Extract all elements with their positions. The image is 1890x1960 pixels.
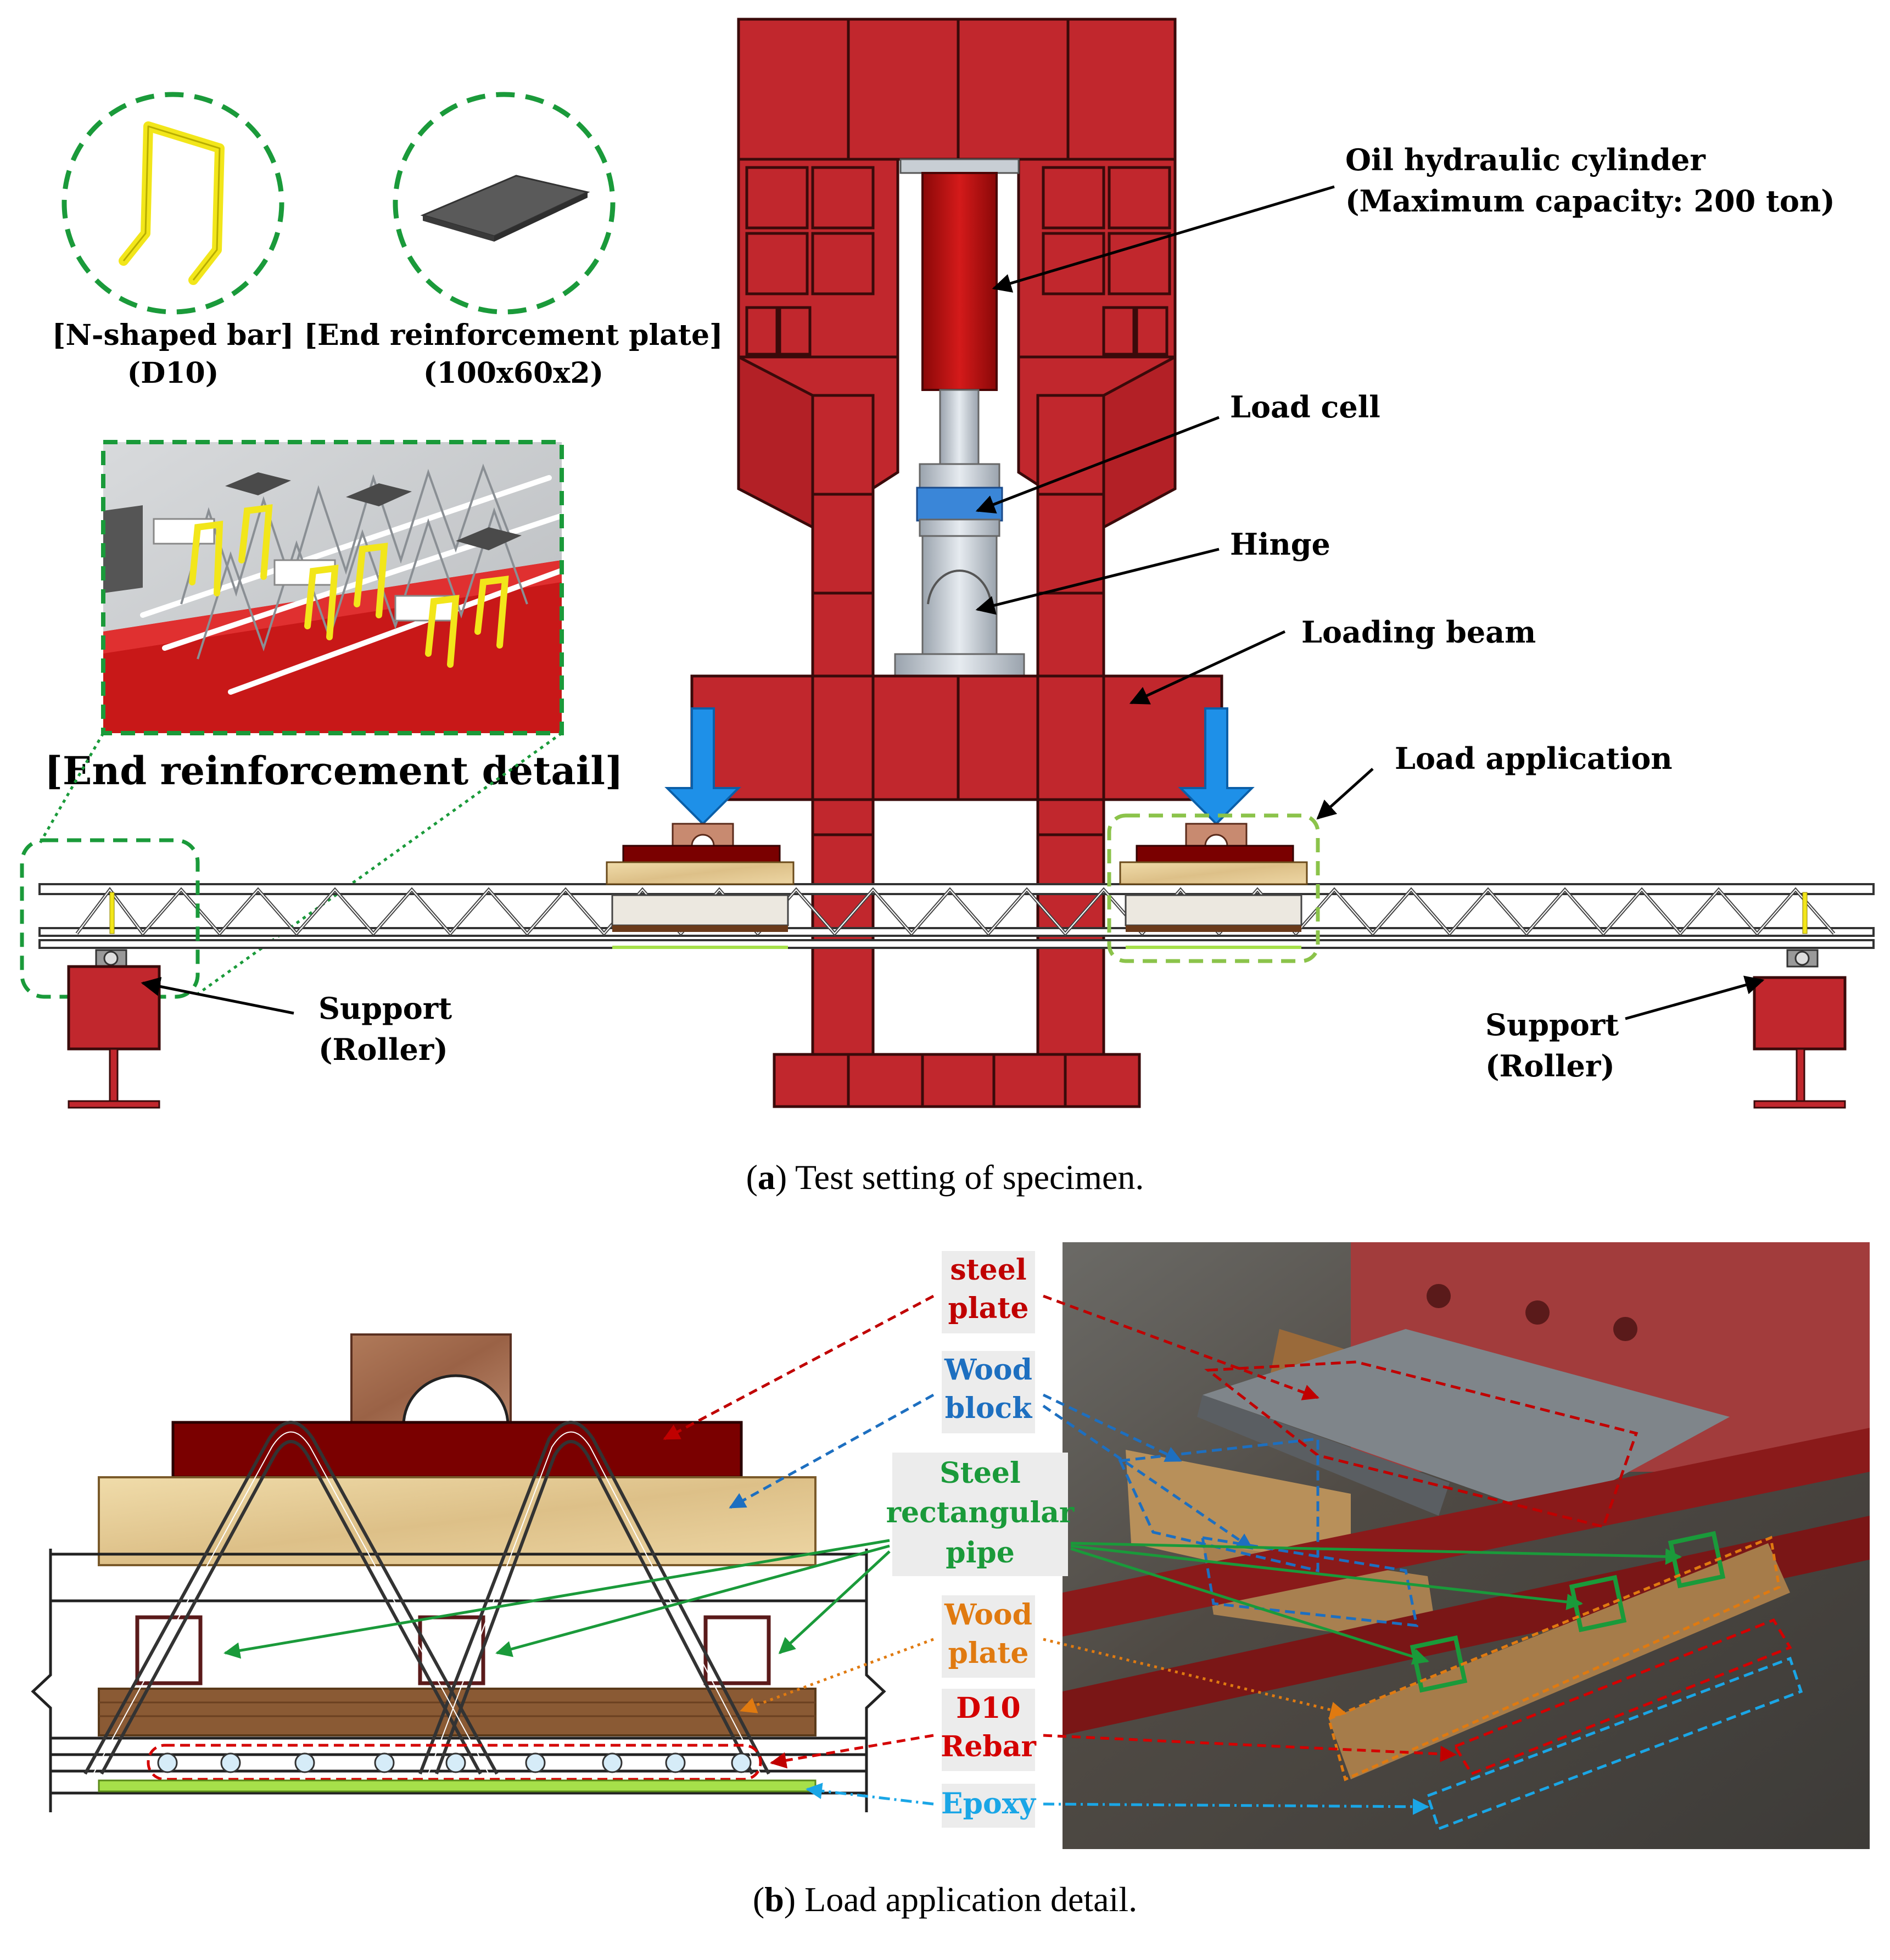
inset-n-shaped-bar [61, 92, 284, 315]
load-application-left [606, 823, 795, 949]
callout-arrows-a [141, 185, 1765, 1020]
rebar-label-1: D10 [956, 1691, 1020, 1725]
pipe-label-3: pipe [946, 1536, 1015, 1570]
loading-beam-label: Loading beam [1301, 615, 1536, 650]
steel-pipes-section [135, 1615, 771, 1685]
panel-b: steel plate Wood block Steel rectangular… [31, 1242, 1870, 1919]
load-application-right [1119, 823, 1308, 949]
end-reinforcement-detail [101, 440, 564, 735]
loading-beam [690, 674, 1223, 801]
support-right [1753, 949, 1847, 1109]
steel-plate-label-2: plate [948, 1292, 1029, 1325]
pipe-label-1: Steel [940, 1456, 1021, 1490]
load-cell [916, 463, 1003, 537]
inset-bar-spec: (D10) [127, 356, 219, 390]
n-shaped-bar-icon [119, 121, 225, 285]
load-application-highlight [1107, 813, 1320, 963]
cylinder-label-2: (Maximum capacity: 200 ton) [1345, 183, 1835, 219]
load-application-label: Load application [1395, 741, 1673, 776]
label-boxes [892, 1251, 1068, 1828]
caption-a-letter: a [758, 1158, 775, 1197]
leader-epoxy [806, 1783, 1429, 1815]
leader-wood-block [729, 1393, 1254, 1550]
caption-a: (a) Test setting of specimen. [746, 1158, 1144, 1197]
caption-a-text: Test setting of specimen. [787, 1158, 1144, 1197]
load-cell-label: Load cell [1230, 389, 1380, 425]
oil-hydraulic-cylinder [899, 158, 1020, 465]
wood-plate-label-1: Wood [944, 1598, 1032, 1632]
hinge [894, 535, 1025, 677]
epoxy-label: Epoxy [941, 1787, 1037, 1821]
wood-block-label-2: block [945, 1392, 1032, 1425]
leader-steel-pipe [223, 1539, 1682, 1665]
caption-b-letter: b [764, 1880, 784, 1919]
support-left-label-2: (Roller) [318, 1032, 448, 1067]
steel-plate-label-1: steel [950, 1253, 1026, 1287]
wood-plate-label-2: plate [948, 1637, 1029, 1670]
section-drawing [31, 1333, 886, 1812]
caption-b-text: Load application detail. [796, 1880, 1137, 1919]
detail-title: [End reinforcement detail] [44, 748, 623, 794]
support-right-label-2: (Roller) [1485, 1048, 1615, 1084]
d10-rebar-section [157, 1752, 752, 1773]
leader-steel-plate [663, 1294, 1319, 1440]
epoxy-section [98, 1779, 817, 1793]
cylinder-label-1: Oil hydraulic cylinder [1345, 142, 1706, 177]
truss-specimen [38, 883, 1875, 949]
leader-wood-plate [740, 1638, 1347, 1718]
panel-a: [N-shaped bar] (D10) [End reinforcement … [20, 18, 1875, 1197]
support-right-label-1: Support [1485, 1007, 1619, 1042]
pipe-label-2: rectangular [886, 1496, 1075, 1529]
loading-frame [737, 18, 1177, 1108]
inset-end-reinforcement-plate [393, 92, 616, 315]
support-left [67, 949, 161, 1109]
load-arrows [664, 707, 1255, 825]
leader-rebar [770, 1734, 1457, 1769]
inset-plate-spec: (100x60x2) [423, 356, 603, 390]
caption-b: (b) Load application detail. [753, 1880, 1137, 1919]
rebar-label-2: Rebar [941, 1730, 1036, 1763]
truss-loops-section [83, 1421, 770, 1775]
wood-block-section [98, 1476, 817, 1566]
end-reinforcement-plates [225, 472, 522, 550]
inset-bar-label: [N-shaped bar] [52, 319, 294, 352]
inset-plate-label: [End reinforcement plate] [304, 319, 723, 352]
support-left-label-1: Support [318, 991, 452, 1026]
hinge-label: Hinge [1230, 527, 1330, 562]
wood-block-label-1: Wood [944, 1353, 1032, 1387]
steel-plate-section [171, 1421, 743, 1479]
